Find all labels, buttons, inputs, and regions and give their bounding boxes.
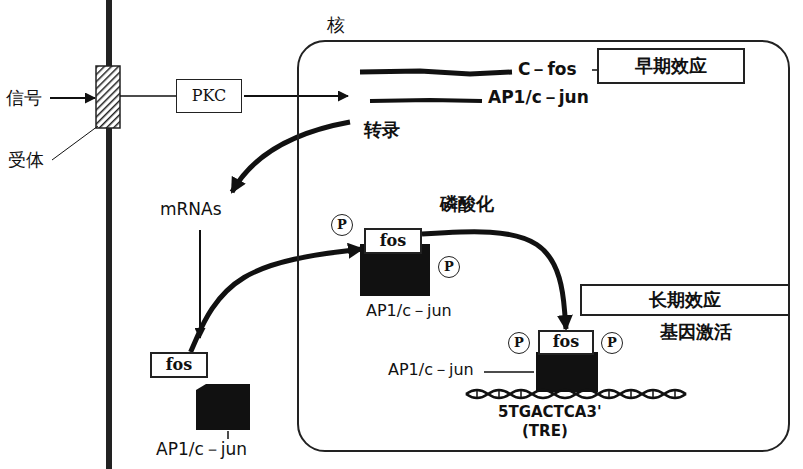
node-text: P (337, 218, 347, 233)
node-text: 长期效应 (649, 290, 721, 311)
node-text: P (514, 336, 524, 351)
node-text: fos (553, 333, 580, 351)
gene-line (360, 71, 512, 74)
transcription-arrow (232, 122, 350, 192)
node-text: P (444, 260, 454, 275)
sequence-label: 5TGACTCA3' (498, 404, 601, 421)
part-label: 受体 (8, 150, 44, 171)
protein-box: fos (538, 330, 594, 355)
protein-label: AP1/c－jun (156, 440, 247, 460)
leader-line (227, 431, 229, 439)
leader-line (52, 126, 98, 160)
phosphate-circle: P (601, 332, 623, 354)
node-text: fos (166, 356, 193, 374)
dna-helix (466, 390, 686, 398)
receptor-symbol (96, 66, 120, 128)
signal-label: 信号 (6, 88, 42, 109)
receptor-pkc-line (120, 95, 176, 97)
phosphate-circle: P (331, 214, 353, 236)
curved-arrow (191, 249, 362, 352)
gene-label: AP1/c－jun (488, 88, 589, 108)
molecule-label: mRNAs (160, 200, 222, 220)
dna-helix (466, 390, 686, 398)
phosphate-circle: P (438, 256, 460, 278)
process-label: 基因激活 (660, 322, 732, 343)
phosphate-circle: P (508, 332, 530, 354)
gene-label: C－fos (518, 60, 577, 80)
pkc-arrow (244, 95, 348, 97)
jun-protein (196, 384, 250, 430)
signal-arrow (50, 97, 95, 99)
enzyme-box: PKC (176, 79, 242, 113)
protein-label: AP1/c－jun (388, 361, 474, 379)
sequence-label: (TRE) (522, 423, 568, 440)
gene-line (370, 100, 482, 101)
leader-line (484, 371, 534, 373)
protein-box: fos (150, 352, 208, 378)
region-heading: 核 (325, 15, 347, 36)
effect-box: 长期效应 (580, 284, 790, 316)
effect-box: 早期效应 (597, 48, 745, 84)
node-text: PKC (192, 87, 227, 105)
node-text: 早期效应 (635, 56, 707, 77)
jun-protein (536, 352, 598, 392)
process-label: 磷酸化 (440, 194, 494, 215)
node-text: fos (380, 232, 407, 250)
dna-rungs (477, 390, 675, 398)
protein-box: fos (364, 228, 422, 254)
protein-label: AP1/c－jun (366, 302, 452, 320)
translation-arrow (199, 230, 201, 338)
node-text: P (607, 336, 617, 351)
process-label: 转录 (364, 120, 400, 141)
